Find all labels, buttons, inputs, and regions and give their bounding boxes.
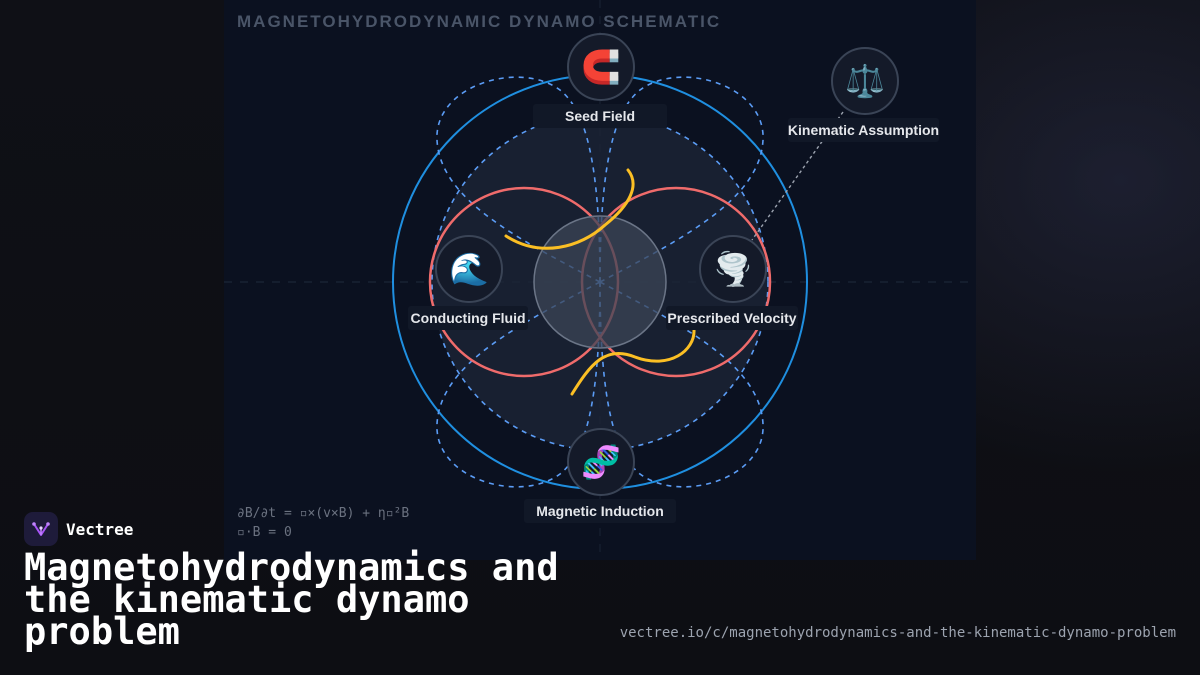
induction-equation: ∂B/∂t = ▫×(v×B) + η▫²B [237,506,410,521]
flow-curve-upper [504,168,635,250]
dashed-lobe-lower-left [436,280,601,488]
wave-icon: 🌊 [435,235,503,303]
conducting-fluid-label: Conducting Fluid [408,306,528,330]
dashed-lobe-upper-left [436,76,601,284]
prescribed-velocity-label: Prescribed Velocity [666,306,798,330]
seed-field-label: Seed Field [533,104,667,128]
flow-curve-lower [570,328,696,396]
tornado-icon: 🌪️ [699,235,767,303]
page-title: Magnetohydrodynamics and the kinematic d… [24,546,559,653]
page-url[interactable]: vectree.io/c/magnetohydrodynamics-and-th… [619,625,1176,641]
brand-name: Vectree [66,519,134,539]
magnetic-induction-label: Magnetic Induction [524,499,676,523]
dna-icon: 🧬 [567,428,635,496]
dashed-lobe-upper-right [599,76,764,284]
magnet-icon: 🧲 [567,33,635,101]
dashed-lobe-lower-right [599,280,764,488]
schematic-title: MAGNETOHYDRODYNAMIC DYNAMO SCHEMATIC [237,12,722,31]
vectree-logo-icon [24,512,58,546]
divergence-equation: ▫·B = 0 [237,525,292,540]
dynamo-core [533,215,667,349]
kinematic-assumption-label: Kinematic Assumption [788,118,939,142]
balance-scale-icon: ⚖️ [831,47,899,115]
brand[interactable]: Vectree [24,512,133,546]
